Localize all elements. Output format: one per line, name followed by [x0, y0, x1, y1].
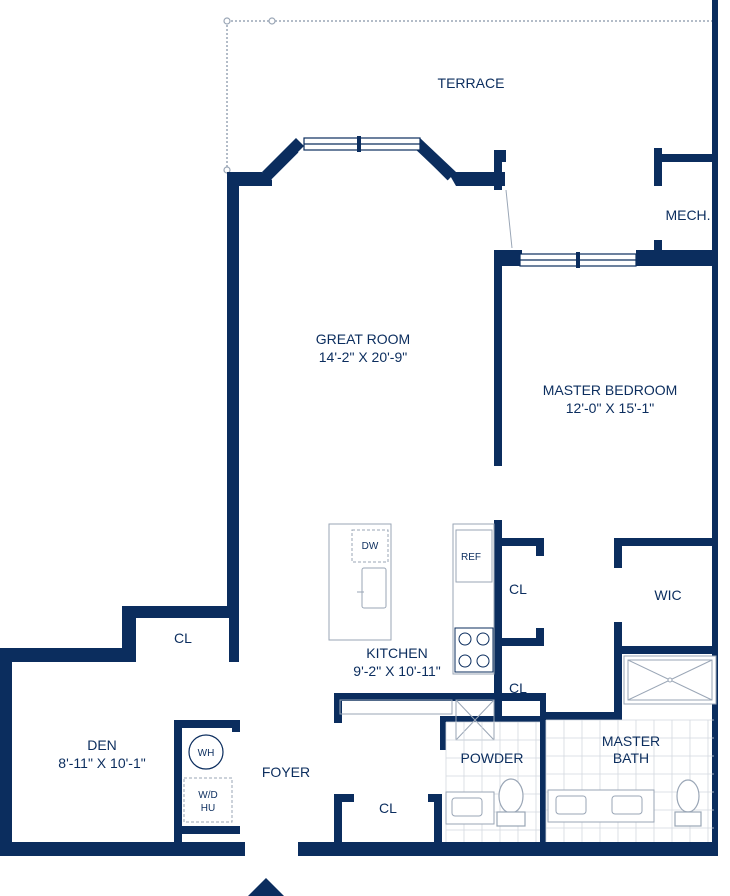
- wic-label: WIC: [654, 587, 681, 603]
- vanities: [445, 789, 655, 825]
- terrace-door: [505, 189, 513, 249]
- foyer-label: FOYER: [262, 764, 310, 780]
- toilets: [496, 778, 702, 827]
- closet-lower-label: CL: [509, 680, 527, 696]
- powder-label: POWDER: [461, 750, 524, 766]
- dishwasher-label: DW: [362, 541, 379, 552]
- den-dim: 8'-11" X 10'-1": [58, 755, 145, 771]
- kitchen-counter: [339, 523, 495, 741]
- terrace-label: TERRACE: [438, 75, 505, 91]
- walls: [0, 0, 718, 856]
- washer-dryer-label-2: HU: [201, 803, 215, 814]
- laundry: [183, 734, 233, 823]
- kitchen-dim: 9'-2" X 10'-11": [353, 663, 440, 679]
- great-room-dim: 14'-2" X 20'-9": [319, 349, 407, 365]
- kitchen-island: [328, 523, 392, 641]
- master-bath-label: MASTER: [602, 733, 660, 749]
- entry-arrow-icon: [248, 878, 284, 896]
- kitchen-label: KITCHEN: [366, 645, 427, 661]
- great-room-label: GREAT ROOM: [316, 331, 410, 347]
- window-mullions: [357, 136, 580, 268]
- closet-foyer-label: CL: [379, 800, 397, 816]
- shower: [623, 655, 717, 705]
- master-bath-label-2: BATH: [613, 750, 649, 766]
- closet-den-label: CL: [174, 630, 192, 646]
- den-label: DEN: [87, 737, 117, 753]
- windows: [269, 137, 637, 267]
- water-heater-label: WH: [198, 748, 215, 759]
- master-bedroom-label: MASTER BEDROOM: [543, 382, 678, 398]
- railing-posts: [223, 17, 276, 174]
- terrace-railing: [226, 20, 712, 170]
- washer-dryer-label: W/D: [198, 790, 217, 801]
- master-bedroom-dim: 12'-0" X 15'-1": [566, 400, 654, 416]
- refrigerator-label: REF: [461, 552, 481, 563]
- mech-label: MECH.: [665, 207, 710, 223]
- closet-upper-label: CL: [509, 581, 527, 597]
